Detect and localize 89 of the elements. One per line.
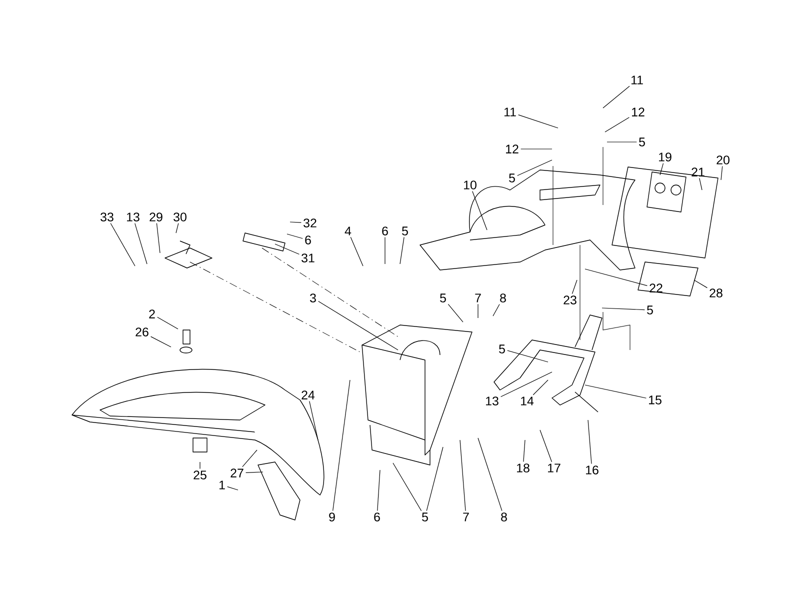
leader-line: [520, 148, 552, 150]
callout-number: 2: [149, 310, 155, 318]
leader-line: [584, 268, 648, 286]
leader-line: [246, 472, 264, 473]
callout-number: 9: [329, 512, 335, 522]
callout-number: 5: [647, 306, 653, 314]
callout-number: 17: [548, 464, 560, 472]
leader-line: [694, 280, 708, 288]
callout-number: 4: [344, 226, 352, 236]
callout-number: 11: [631, 76, 643, 84]
leader-line: [660, 162, 664, 176]
leader-line: [602, 308, 645, 310]
callout-number: 8: [500, 294, 506, 302]
callout-number: 33: [100, 212, 114, 222]
leader-line: [478, 438, 502, 512]
callout-number: 6: [305, 236, 311, 244]
leader-line: [400, 236, 404, 264]
callout-number: 30: [174, 212, 186, 222]
leader-line: [290, 222, 302, 223]
leader-line: [460, 440, 466, 512]
callout-number: 12: [632, 108, 644, 116]
callout-number: 7: [463, 512, 469, 522]
leader-line: [540, 430, 552, 462]
callout-number: 1: [219, 480, 225, 490]
callout-number: 13: [486, 396, 498, 406]
callout-number: 6: [374, 512, 380, 522]
leader-line: [518, 114, 558, 128]
leader-line: [500, 372, 552, 398]
callout-number: 5: [422, 512, 428, 522]
leader-line: [492, 304, 500, 316]
callout-number: 5: [499, 344, 505, 354]
leader-line: [588, 420, 592, 464]
leader-line: [176, 222, 179, 234]
callout-number: 23: [564, 296, 576, 304]
callout-number: 3: [310, 294, 316, 302]
leader-line: [602, 86, 630, 108]
leader-line: [507, 350, 548, 362]
callout-number: 8: [501, 512, 507, 522]
leader-line: [309, 400, 318, 440]
callout-number: 24: [302, 390, 315, 400]
leader-line: [448, 304, 464, 322]
leader-line: [377, 470, 380, 512]
leader-line: [110, 222, 136, 266]
callout-number: 16: [586, 466, 598, 474]
callout-number: 5: [509, 174, 515, 182]
leader-line: [242, 450, 258, 468]
callout-number: 7: [475, 294, 481, 302]
leader-line: [332, 380, 350, 512]
callout-number: 12: [506, 144, 518, 154]
leader-line: [517, 160, 552, 176]
callout-number: 19: [659, 152, 672, 162]
callout-number: 20: [716, 156, 730, 164]
callout-number: 31: [302, 254, 314, 262]
leader-line: [392, 462, 422, 512]
leader-line: [532, 380, 548, 396]
callout-number: 18: [517, 464, 530, 472]
leader-line: [286, 234, 303, 239]
callout-number: 25: [194, 470, 206, 480]
callout-number: 5: [639, 138, 645, 146]
callout-number: 10: [464, 180, 476, 190]
callout-number: 27: [230, 468, 244, 478]
leader-line: [584, 384, 646, 398]
callout-number: 5: [402, 226, 408, 236]
leader-line: [572, 280, 578, 294]
leader-line: [720, 166, 723, 180]
leader-line: [150, 336, 172, 348]
callout-number: 11: [504, 108, 516, 116]
leader-line: [274, 244, 300, 255]
leader-line: [134, 222, 148, 264]
leader-line: [523, 440, 526, 462]
leader-line: [318, 300, 398, 350]
leader-line: [157, 316, 178, 330]
callout-number: 14: [521, 396, 534, 406]
callout-number: 13: [127, 212, 140, 222]
leader-line: [350, 236, 364, 266]
leader-line: [227, 486, 238, 490]
leader-line: [426, 446, 444, 512]
callout-number: 5: [440, 294, 446, 302]
callout-number: 28: [710, 288, 722, 298]
callout-number: 32: [304, 218, 316, 228]
callout-number: 15: [649, 396, 662, 404]
callout-number: 29: [150, 212, 162, 222]
leader-line: [604, 117, 630, 132]
leader-line: [472, 190, 488, 230]
leader-line: [156, 222, 160, 254]
callout-number: 26: [136, 328, 148, 336]
leader-line: [699, 178, 702, 190]
leader-line: [384, 236, 386, 264]
callout-number: 6: [382, 226, 388, 236]
